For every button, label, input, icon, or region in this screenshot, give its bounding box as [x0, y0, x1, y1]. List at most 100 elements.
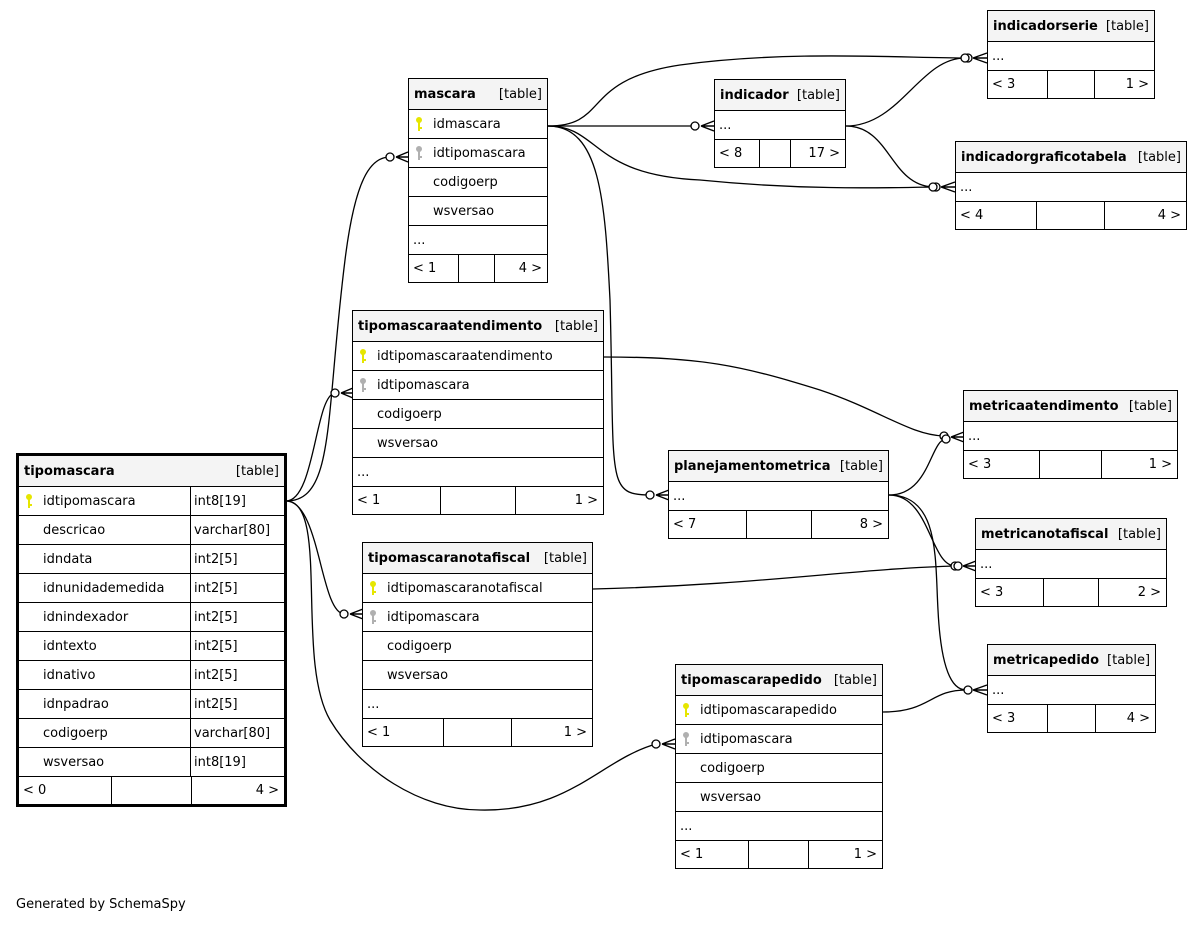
relation-tipomascaranotafiscal-metricanotafiscal	[592, 565, 959, 590]
table-header[interactable]: tipomascaranotafiscal [table]	[363, 543, 592, 574]
column-type: int2[5]	[190, 545, 284, 573]
column-row[interactable]: wsversao	[363, 661, 592, 690]
table-metricanotafiscal[interactable]: metricanotafiscal [table] ... < 3 2 >	[975, 518, 1167, 607]
table-mascara[interactable]: mascara [table] idmascara idtipomascara co…	[408, 78, 548, 283]
column-row[interactable]: wsversao	[676, 783, 882, 812]
more-columns: ...	[363, 690, 592, 719]
more-columns: ...	[676, 812, 882, 841]
parents-count[interactable]: < 0	[19, 777, 112, 804]
relation-planejamentometrica-metricapedido	[888, 494, 969, 691]
table-header[interactable]: metricaatendimento [table]	[964, 391, 1177, 422]
table-indicadorserie[interactable]: indicadorserie [table] ... < 3 1 >	[987, 10, 1155, 99]
parents-count[interactable]: < 3	[988, 71, 1048, 98]
table-metricapedido[interactable]: metricapedido [table] ... < 3 4 >	[987, 644, 1156, 733]
parents-count[interactable]: < 1	[409, 255, 459, 282]
column-row[interactable]: idtipomascara	[363, 603, 592, 632]
table-metricaatendimento[interactable]: metricaatendimento [table] ... < 3 1 >	[963, 390, 1178, 479]
children-count[interactable]: 17 >	[808, 146, 840, 161]
table-indicador[interactable]: indicador [table] ... < 8 17 >	[714, 79, 846, 168]
parents-count[interactable]: < 1	[363, 719, 444, 746]
column-row[interactable]: wsversao	[409, 197, 547, 226]
children-count[interactable]: 1 >	[1148, 457, 1172, 472]
key-slot	[363, 609, 383, 625]
parents-count[interactable]: < 4	[956, 202, 1037, 229]
column-row[interactable]: codigoerp	[409, 168, 547, 197]
children-count[interactable]: 8 >	[859, 517, 883, 532]
column-name: idtipomascara	[433, 145, 526, 161]
table-header[interactable]: indicadorgraficotabela [table]	[956, 142, 1186, 173]
column-name: idnpadrao	[43, 696, 109, 712]
table-header[interactable]: tipomascaraatendimento [table]	[353, 311, 603, 342]
parents-count[interactable]: < 3	[964, 451, 1040, 478]
column-row[interactable]: wsversao	[353, 429, 603, 458]
table-header[interactable]: mascara [table]	[409, 79, 547, 110]
children-count[interactable]: 2 >	[1137, 585, 1161, 600]
column-row[interactable]: codigoerp	[676, 754, 882, 783]
optional-marker	[690, 121, 700, 131]
crowfoot-marker	[700, 120, 715, 132]
column-row[interactable]: codigoerp	[353, 400, 603, 429]
children-count[interactable]: 1 >	[574, 493, 598, 508]
children-count[interactable]: 4 >	[255, 783, 279, 798]
table-header[interactable]: planejamentometrica [table]	[669, 451, 888, 482]
table-planejamentometrica[interactable]: planejamentometrica [table] ... < 7 8 >	[668, 450, 889, 539]
table-header[interactable]: indicadorserie [table]	[988, 11, 1154, 42]
table-header[interactable]: indicador [table]	[715, 80, 845, 111]
table-header[interactable]: tipomascara [table]	[19, 456, 284, 487]
column-name: idtipomascaraatendimento	[377, 348, 553, 364]
column-row[interactable]: idtipomascaraatendimento	[353, 342, 603, 371]
primary-key-icon	[26, 494, 32, 508]
column-row[interactable]: idmascara	[409, 110, 547, 139]
table-tipomascarapedido[interactable]: tipomascarapedido [table] idtipomascarap…	[675, 664, 883, 869]
column-row[interactable]: idtipomascara	[676, 725, 882, 754]
table-header[interactable]: metricanotafiscal [table]	[976, 519, 1166, 550]
column-name: wsversao	[377, 435, 439, 451]
table-footer: < 0 4 >	[19, 777, 284, 804]
children-count[interactable]: 4 >	[518, 261, 542, 276]
children-count[interactable]: 1 >	[563, 725, 587, 740]
table-name: tipomascarapedido	[681, 672, 822, 688]
column-row[interactable]: idtipomascarapedido	[676, 696, 882, 725]
children-count[interactable]: 4 >	[1126, 711, 1150, 726]
column-name: idntexto	[43, 638, 97, 654]
table-header[interactable]: tipomascarapedido [table]	[676, 665, 882, 696]
column-name: idtipomascara	[700, 731, 793, 747]
footer-spacer	[1044, 579, 1099, 606]
column-name: codigoerp	[700, 760, 765, 776]
table-indicadorgraficotabela[interactable]: indicadorgraficotabela [table] ... < 4 4…	[955, 141, 1187, 230]
column-row[interactable]: codigoerp	[363, 632, 592, 661]
parents-count[interactable]: < 8	[715, 140, 760, 167]
column-row[interactable]: idtipomascaranotafiscal	[363, 574, 592, 603]
crowfoot-marker	[655, 489, 670, 501]
table-tipomascaranotafiscal[interactable]: tipomascaranotafiscal [table] idtipomasc…	[362, 542, 593, 747]
table-header[interactable]: metricapedido [table]	[988, 645, 1155, 676]
table-tipomascaraatendimento[interactable]: tipomascaraatendimento [table] idtipomas…	[352, 310, 604, 515]
column-name: idtipomascarapedido	[700, 702, 837, 718]
column-row[interactable]: idtipomascara	[353, 371, 603, 400]
primary-key-icon	[360, 349, 366, 363]
parents-count[interactable]: < 3	[976, 579, 1044, 606]
parents-count[interactable]: < 1	[676, 841, 749, 868]
parents-count[interactable]: < 7	[669, 511, 747, 538]
column-name: wsversao	[43, 754, 105, 770]
table-name: mascara	[414, 86, 476, 102]
children-count[interactable]: 1 >	[1125, 77, 1149, 92]
optional-marker	[645, 490, 655, 500]
parents-count[interactable]: < 3	[988, 705, 1048, 732]
parents-count[interactable]: < 1	[353, 487, 441, 514]
children-count[interactable]: 4 >	[1157, 208, 1181, 223]
column-row[interactable]: idtipomascara	[409, 139, 547, 168]
column-name: codigoerp	[377, 406, 442, 422]
children-count[interactable]: 1 >	[853, 847, 877, 862]
